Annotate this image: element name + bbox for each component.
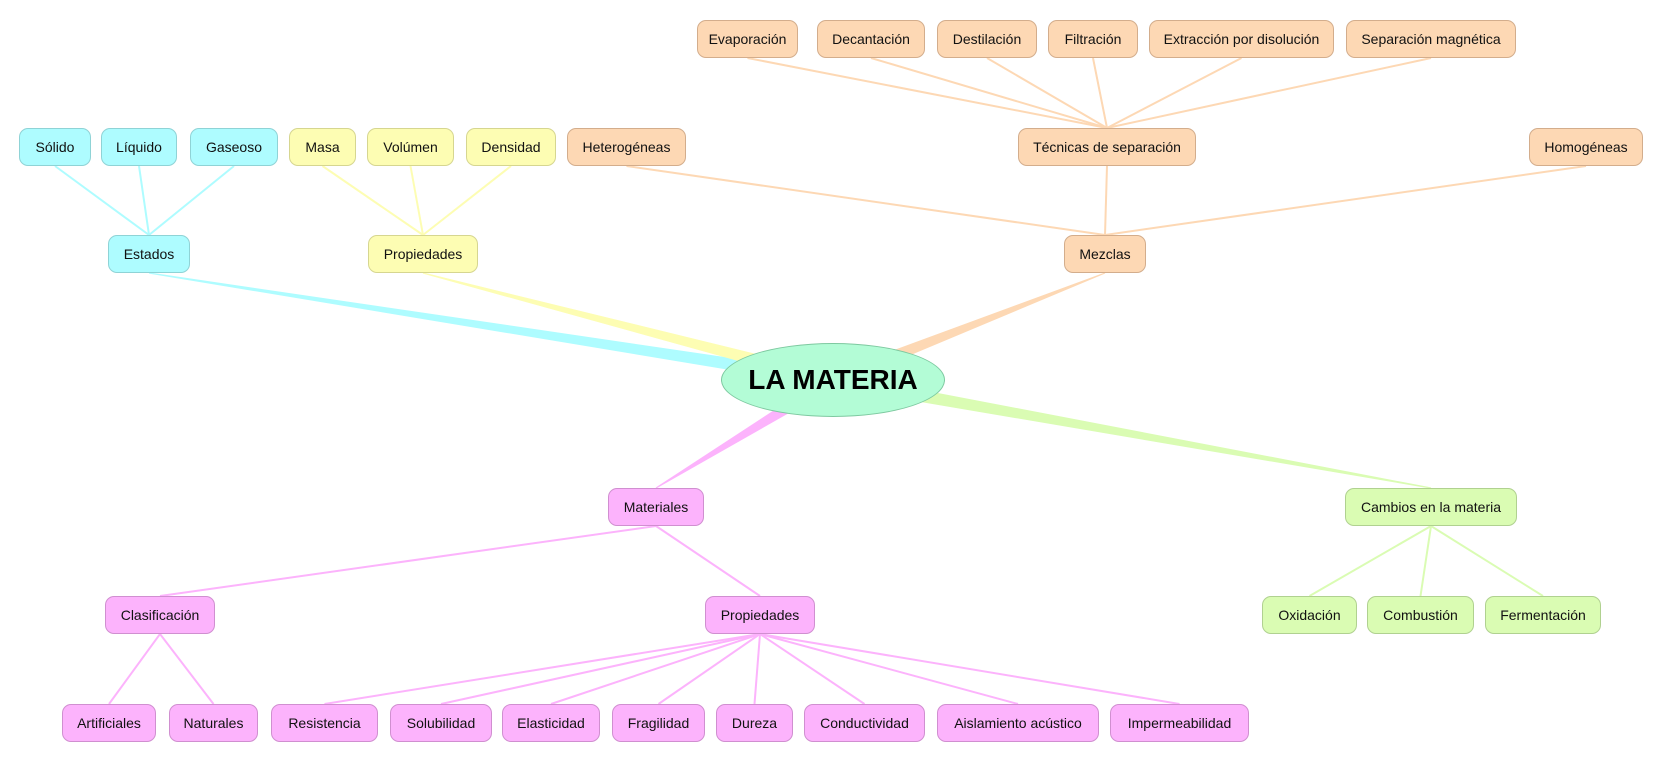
link-tecnicas-evaporacion (747, 57, 1108, 129)
link-propiedades_mat-elasticidad (550, 633, 761, 705)
node-tecnicas[interactable]: Técnicas de separación (1018, 128, 1196, 166)
link-propiedades_mat-solubilidad (440, 633, 761, 705)
link-propiedades_mat-dureza (753, 633, 761, 705)
link-tecnicas-extraccion (1106, 57, 1242, 129)
link-mezclas-tecnicas (1104, 165, 1108, 236)
link-propiedades-densidad (422, 165, 512, 236)
node-heterogeneas[interactable]: Heterogéneas (567, 128, 686, 166)
node-decantacion[interactable]: Decantación (817, 20, 925, 58)
link-mezclas-homogeneas (1104, 165, 1587, 236)
link-propiedades_mat-impermeabilidad (759, 633, 1180, 705)
link-estados-gaseoso (148, 165, 235, 236)
node-evaporacion[interactable]: Evaporación (697, 20, 798, 58)
link-estados-solido (54, 165, 150, 236)
link-mezclas-heterogeneas (626, 165, 1106, 236)
node-estados[interactable]: Estados (108, 235, 190, 273)
link-tecnicas-magnetica (1106, 57, 1432, 129)
node-magnetica[interactable]: Separación magnética (1346, 20, 1516, 58)
link-tecnicas-destilacion (986, 57, 1108, 129)
node-homogeneas[interactable]: Homogéneas (1529, 128, 1643, 166)
link-clasificacion-artificiales (108, 633, 161, 705)
node-propiedades-mat[interactable]: Propiedades (705, 596, 815, 634)
link-materiales-clasificacion (159, 525, 657, 597)
link-propiedades_mat-resistencia (324, 633, 761, 705)
link-propiedades_mat-aislamiento (759, 633, 1019, 705)
link-cambios-fermentacion (1430, 525, 1544, 597)
node-clasificacion[interactable]: Clasificación (105, 596, 215, 634)
node-liquido[interactable]: Líquido (101, 128, 177, 166)
link-root-cambios (831, 373, 1432, 489)
link-propiedades_mat-conductividad (759, 633, 866, 705)
link-propiedades-masa (321, 165, 424, 236)
node-gaseoso[interactable]: Gaseoso (190, 128, 278, 166)
node-propiedades[interactable]: Propiedades (368, 235, 478, 273)
link-cambios-combustion (1419, 525, 1432, 597)
link-cambios-oxidacion (1309, 525, 1432, 597)
node-combustion[interactable]: Combustión (1367, 596, 1474, 634)
node-resistencia[interactable]: Resistencia (271, 704, 378, 742)
node-destilacion[interactable]: Destilación (937, 20, 1037, 58)
node-fermentacion[interactable]: Fermentación (1485, 596, 1601, 634)
link-root-estados (148, 272, 835, 387)
node-aislamiento[interactable]: Aislamiento acústico (937, 704, 1099, 742)
node-solubilidad[interactable]: Solubilidad (390, 704, 492, 742)
link-tecnicas-filtracion (1092, 57, 1108, 129)
node-volumen[interactable]: Volúmen (367, 128, 454, 166)
node-impermeabilidad[interactable]: Impermeabilidad (1110, 704, 1249, 742)
node-extraccion[interactable]: Extracción por disolución (1149, 20, 1334, 58)
node-naturales[interactable]: Naturales (169, 704, 258, 742)
node-densidad[interactable]: Densidad (466, 128, 556, 166)
link-propiedades-volumen (409, 165, 424, 236)
node-solido[interactable]: Sólido (19, 128, 91, 166)
node-artificiales[interactable]: Artificiales (62, 704, 156, 742)
node-dureza[interactable]: Dureza (716, 704, 793, 742)
link-tecnicas-decantacion (870, 57, 1108, 129)
node-materiales[interactable]: Materiales (608, 488, 704, 526)
link-estados-liquido (138, 165, 150, 236)
node-filtracion[interactable]: Filtración (1048, 20, 1138, 58)
node-masa[interactable]: Masa (289, 128, 356, 166)
node-conductividad[interactable]: Conductividad (804, 704, 925, 742)
node-fragilidad[interactable]: Fragilidad (612, 704, 705, 742)
node-mezclas[interactable]: Mezclas (1064, 235, 1146, 273)
link-propiedades_mat-fragilidad (657, 633, 761, 705)
link-root-propiedades (422, 272, 835, 387)
node-oxidacion[interactable]: Oxidación (1262, 596, 1357, 634)
node-elasticidad[interactable]: Elasticidad (502, 704, 600, 742)
link-clasificacion-naturales (159, 633, 215, 705)
node-cambios[interactable]: Cambios en la materia (1345, 488, 1517, 526)
link-materiales-propiedades_mat (655, 525, 761, 597)
root-node-la-materia[interactable]: LA MATERIA (721, 343, 945, 417)
